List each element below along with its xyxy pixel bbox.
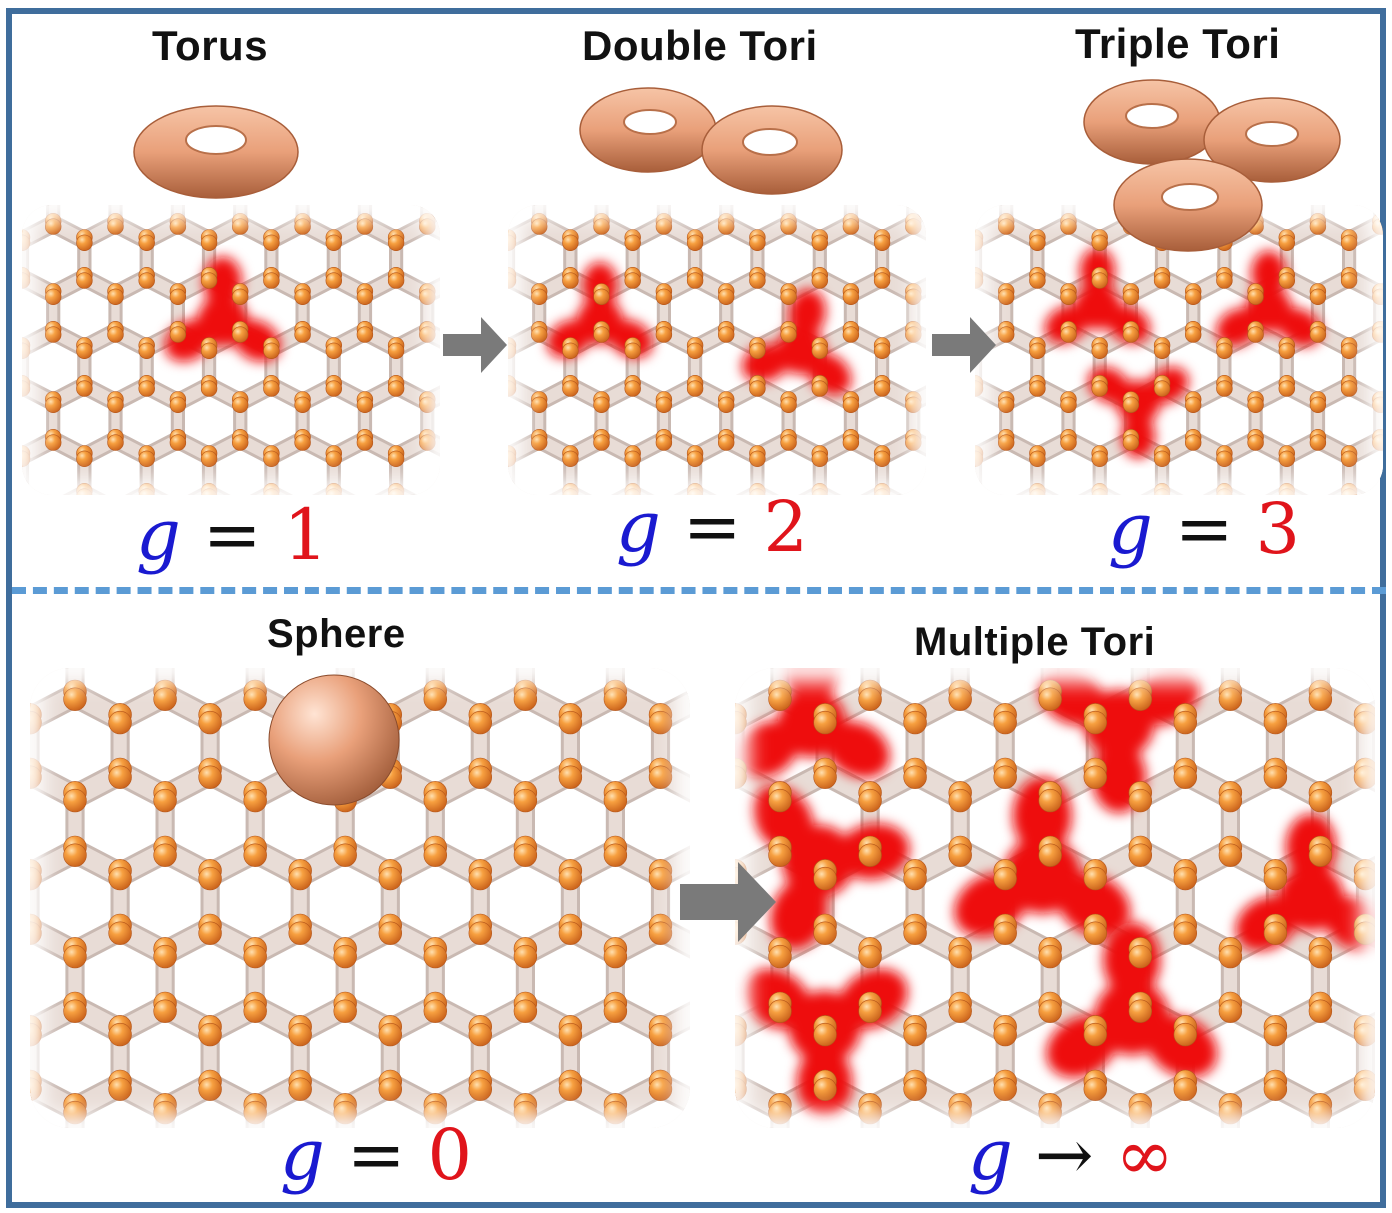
sphere-icon bbox=[268, 674, 400, 806]
genus-equation-sphere: g=0 bbox=[280, 1120, 472, 1190]
arrow-sign: → bbox=[1034, 1114, 1094, 1196]
torus-icon bbox=[133, 105, 299, 199]
lattice-panel-sphere bbox=[30, 668, 690, 1128]
genus-equation-triple-tori: g=3 bbox=[1108, 494, 1300, 564]
panel-title-triple-tori: Triple Tori bbox=[1075, 20, 1281, 67]
genus-equation-multiple-tori: g→∞ bbox=[968, 1120, 1174, 1190]
equals-sign: = bbox=[346, 1114, 406, 1196]
genus-value: ∞ bbox=[1115, 1114, 1174, 1196]
genus-value: 3 bbox=[1255, 488, 1301, 570]
equals-sign: = bbox=[1174, 488, 1234, 570]
genus-variable: g bbox=[136, 494, 181, 576]
arrow-right-icon bbox=[932, 317, 996, 373]
genus-value: 0 bbox=[427, 1114, 473, 1196]
genus-variable: g bbox=[1108, 488, 1153, 570]
genus-equation-double-tori: g=2 bbox=[616, 492, 808, 562]
genus-value: 2 bbox=[763, 486, 809, 568]
panel-title-double-tori: Double Tori bbox=[582, 22, 818, 69]
equals-sign: = bbox=[202, 494, 262, 576]
triple-tori-icon bbox=[1083, 79, 1341, 252]
arrow-right-icon bbox=[680, 862, 776, 942]
genus-variable: g bbox=[280, 1114, 325, 1196]
genus-variable: g bbox=[616, 486, 661, 568]
dashed-divider bbox=[12, 587, 1386, 594]
double-tori-icon bbox=[579, 87, 843, 195]
equals-sign: = bbox=[682, 486, 742, 568]
lattice-panel-multiple-tori bbox=[735, 668, 1375, 1128]
lattice-panel-double-tori bbox=[508, 205, 926, 495]
lattice-panel-torus bbox=[22, 205, 440, 495]
panel-title-multiple-tori: Multiple Tori bbox=[914, 620, 1156, 664]
genus-variable: g bbox=[968, 1114, 1013, 1196]
highlight-blob bbox=[741, 289, 852, 396]
genus-equation-torus: g=1 bbox=[136, 500, 328, 570]
panel-title-torus: Torus bbox=[152, 22, 269, 69]
arrow-right-icon bbox=[443, 317, 507, 373]
genus-value: 1 bbox=[283, 494, 329, 576]
panel-title-sphere: Sphere bbox=[267, 612, 406, 656]
highlight-blob bbox=[735, 668, 890, 778]
lattice-panel-triple-tori bbox=[975, 205, 1383, 495]
